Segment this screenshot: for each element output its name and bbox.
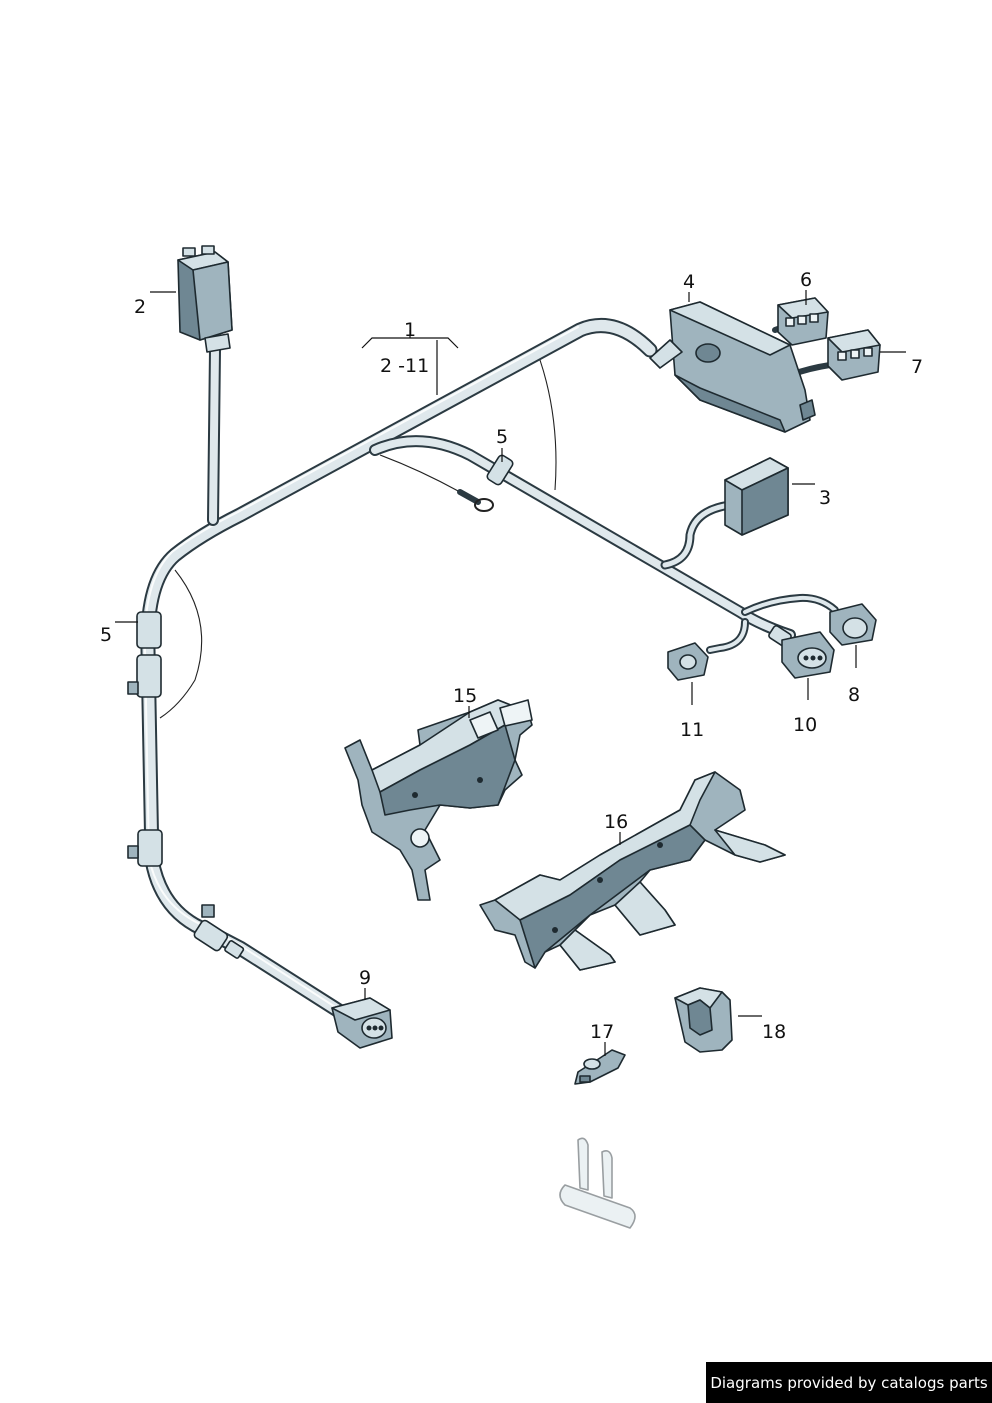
callout-5-right: 5	[496, 426, 508, 448]
callout-10: 10	[793, 714, 817, 736]
connector-7[interactable]	[827, 329, 881, 381]
bracket-15[interactable]	[344, 699, 533, 901]
callout-1: 1	[404, 319, 416, 341]
callout-4: 4	[683, 271, 695, 293]
connector-2[interactable]	[177, 245, 233, 353]
callout-2: 2	[134, 296, 146, 318]
callout-8: 8	[848, 684, 860, 706]
connector-10[interactable]	[781, 631, 835, 679]
watermark-banner: Diagrams provided by catalogs parts	[706, 1362, 992, 1403]
bracket-16[interactable]	[479, 771, 786, 971]
connector-9[interactable]	[331, 997, 393, 1049]
connector-8[interactable]	[829, 603, 877, 646]
connector-3[interactable]	[724, 457, 789, 536]
callout-3: 3	[819, 487, 831, 509]
callout-9: 9	[359, 967, 371, 989]
callout-15: 15	[453, 685, 477, 707]
clip-17[interactable]	[574, 1049, 626, 1085]
callout-labels: 1 2 -11 2 3 4 5 5 6 7 8 9 10 11 15 16 17…	[100, 269, 923, 1043]
connector-6[interactable]	[777, 297, 829, 346]
callout-6: 6	[800, 269, 812, 291]
callout-leaders	[115, 290, 906, 1056]
callout-1-range: 2 -11	[380, 355, 429, 377]
pipe-clip-ghosted	[559, 1137, 636, 1229]
callout-7: 7	[911, 356, 923, 378]
holder-18[interactable]	[674, 987, 733, 1053]
callout-16: 16	[604, 811, 628, 833]
callout-11: 11	[680, 719, 704, 741]
main-harness	[127, 315, 839, 1026]
connector-11[interactable]	[667, 642, 709, 681]
callout-17: 17	[590, 1021, 614, 1043]
callout-18: 18	[762, 1021, 786, 1043]
callout-5-left: 5	[100, 624, 112, 646]
control-module-4[interactable]	[649, 301, 816, 433]
